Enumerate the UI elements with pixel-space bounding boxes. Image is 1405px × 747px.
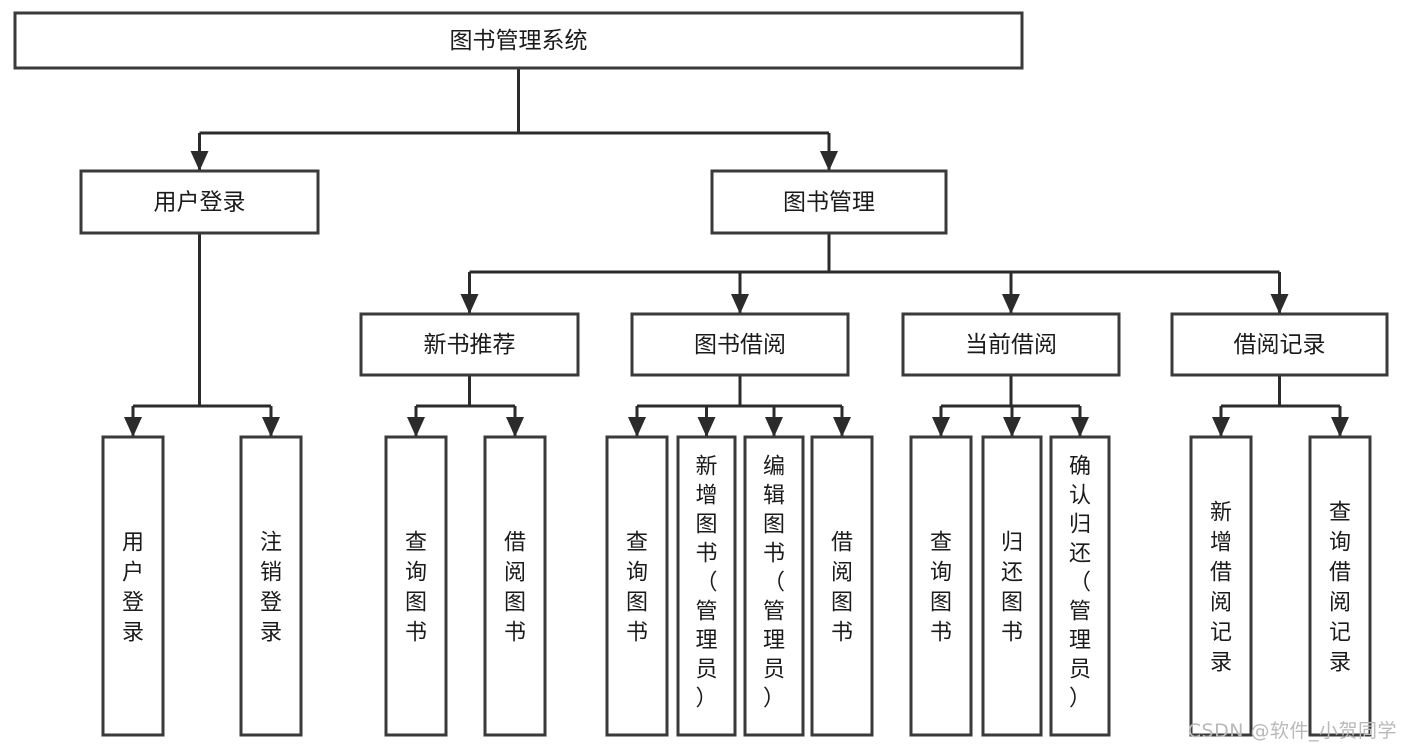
- node-box-new-book-recommend[interactable]: [359, 312, 580, 377]
- node-box-borrow-record[interactable]: [1170, 312, 1389, 377]
- node-label-leaf-confirm-return: 确认归还（管理员）: [1069, 455, 1091, 712]
- arrow-root-0: [190, 151, 209, 171]
- node-label-leaf-query-record: 查询借阅记录: [1329, 500, 1351, 675]
- node-leaf-user-login[interactable]: 用户登录: [101, 435, 165, 737]
- node-leaf-confirm-return[interactable]: 确认归还（管理员）: [1049, 435, 1111, 737]
- arrow-current-borrow-2: [1071, 417, 1089, 437]
- node-new-book-recommend[interactable]: 新书推荐: [359, 312, 580, 377]
- node-label-leaf-add-book: 新增图书（管理员）: [695, 455, 717, 712]
- node-box-leaf-borrow-book-rec[interactable]: [483, 435, 547, 737]
- node-book-borrow[interactable]: 图书借阅: [630, 312, 850, 377]
- node-box-leaf-borrow-book[interactable]: [810, 435, 874, 737]
- node-leaf-return-book[interactable]: 归还图书: [981, 435, 1043, 737]
- arrow-user-login-1: [262, 417, 280, 437]
- node-leaf-logout[interactable]: 注销登录: [239, 435, 303, 737]
- node-leaf-query-book-borrow[interactable]: 查询图书: [605, 435, 669, 737]
- node-box-root[interactable]: [13, 11, 1024, 70]
- node-label-leaf-return-book: 归还图书: [1001, 530, 1023, 645]
- node-book-manage[interactable]: 图书管理: [710, 169, 948, 235]
- node-box-leaf-user-login[interactable]: [101, 435, 165, 737]
- node-box-leaf-add-book[interactable]: [676, 435, 737, 737]
- node-label-root: 图书管理系统: [450, 28, 588, 54]
- node-label-leaf-add-record: 新增借阅记录: [1210, 500, 1232, 675]
- arrow-book-borrow-3: [833, 417, 851, 437]
- arrow-user-login-0: [124, 417, 142, 437]
- arrow-new-book-recommend-0: [407, 417, 425, 437]
- node-box-book-borrow[interactable]: [630, 312, 850, 377]
- node-leaf-query-record[interactable]: 查询借阅记录: [1308, 435, 1372, 737]
- connector-layer: [124, 68, 1349, 437]
- node-leaf-add-book[interactable]: 新增图书（管理员）: [676, 435, 737, 737]
- arrow-current-borrow-1: [1003, 417, 1021, 437]
- arrow-borrow-record-1: [1331, 417, 1349, 437]
- arrow-book-manage-2: [1002, 294, 1020, 314]
- node-box-current-borrow[interactable]: [901, 312, 1121, 377]
- arrow-root-1: [820, 151, 838, 171]
- node-leaf-borrow-book[interactable]: 借阅图书: [810, 435, 874, 737]
- node-label-leaf-borrow-book-rec: 借阅图书: [504, 530, 526, 645]
- node-box-leaf-add-record[interactable]: [1189, 435, 1253, 737]
- node-leaf-query-book-cur[interactable]: 查询图书: [909, 435, 973, 737]
- node-box-leaf-confirm-return[interactable]: [1049, 435, 1111, 737]
- node-label-book-borrow: 图书借阅: [694, 332, 786, 358]
- node-label-new-book-recommend: 新书推荐: [424, 332, 516, 358]
- arrow-book-manage-3: [1270, 294, 1289, 314]
- node-box-book-manage[interactable]: [710, 169, 948, 235]
- node-box-user-login[interactable]: [79, 169, 320, 235]
- node-leaf-edit-book[interactable]: 编辑图书（管理员）: [743, 435, 805, 737]
- arrow-book-manage-0: [460, 294, 479, 314]
- node-layer: 图书管理系统用户登录图书管理新书推荐图书借阅当前借阅借阅记录用户登录注销登录查询…: [13, 11, 1389, 737]
- node-leaf-borrow-book-rec[interactable]: 借阅图书: [483, 435, 547, 737]
- node-user-login[interactable]: 用户登录: [79, 169, 320, 235]
- node-box-leaf-query-book-borrow[interactable]: [605, 435, 669, 737]
- node-box-leaf-edit-book[interactable]: [743, 435, 805, 737]
- node-box-leaf-query-book-rec[interactable]: [384, 435, 448, 737]
- arrow-current-borrow-0: [932, 417, 950, 437]
- node-label-leaf-edit-book: 编辑图书（管理员）: [763, 455, 785, 712]
- arrow-book-manage-1: [731, 294, 749, 314]
- node-label-leaf-logout: 注销登录: [260, 530, 282, 645]
- arrow-borrow-record-0: [1212, 417, 1230, 437]
- node-box-leaf-query-record[interactable]: [1308, 435, 1372, 737]
- node-label-user-login: 用户登录: [154, 190, 246, 216]
- node-label-leaf-borrow-book: 借阅图书: [831, 530, 853, 645]
- node-label-leaf-query-book-cur: 查询图书: [930, 530, 952, 645]
- arrow-book-borrow-1: [697, 417, 716, 437]
- node-label-current-borrow: 当前借阅: [965, 332, 1057, 358]
- node-box-leaf-query-book-cur[interactable]: [909, 435, 973, 737]
- arrow-book-borrow-0: [628, 417, 646, 437]
- arrow-book-borrow-2: [765, 417, 783, 437]
- node-label-leaf-query-book-borrow: 查询图书: [626, 530, 648, 645]
- node-leaf-query-book-rec[interactable]: 查询图书: [384, 435, 448, 737]
- node-label-leaf-user-login: 用户登录: [122, 530, 144, 645]
- node-root[interactable]: 图书管理系统: [13, 11, 1024, 70]
- arrow-new-book-recommend-1: [506, 417, 524, 437]
- node-label-borrow-record: 借阅记录: [1234, 332, 1326, 358]
- node-borrow-record[interactable]: 借阅记录: [1170, 312, 1389, 377]
- node-box-leaf-logout[interactable]: [239, 435, 303, 737]
- node-current-borrow[interactable]: 当前借阅: [901, 312, 1121, 377]
- node-box-leaf-return-book[interactable]: [981, 435, 1043, 737]
- node-label-leaf-query-book-rec: 查询图书: [405, 530, 427, 645]
- node-label-book-manage: 图书管理: [783, 190, 875, 216]
- node-leaf-add-record[interactable]: 新增借阅记录: [1189, 435, 1253, 737]
